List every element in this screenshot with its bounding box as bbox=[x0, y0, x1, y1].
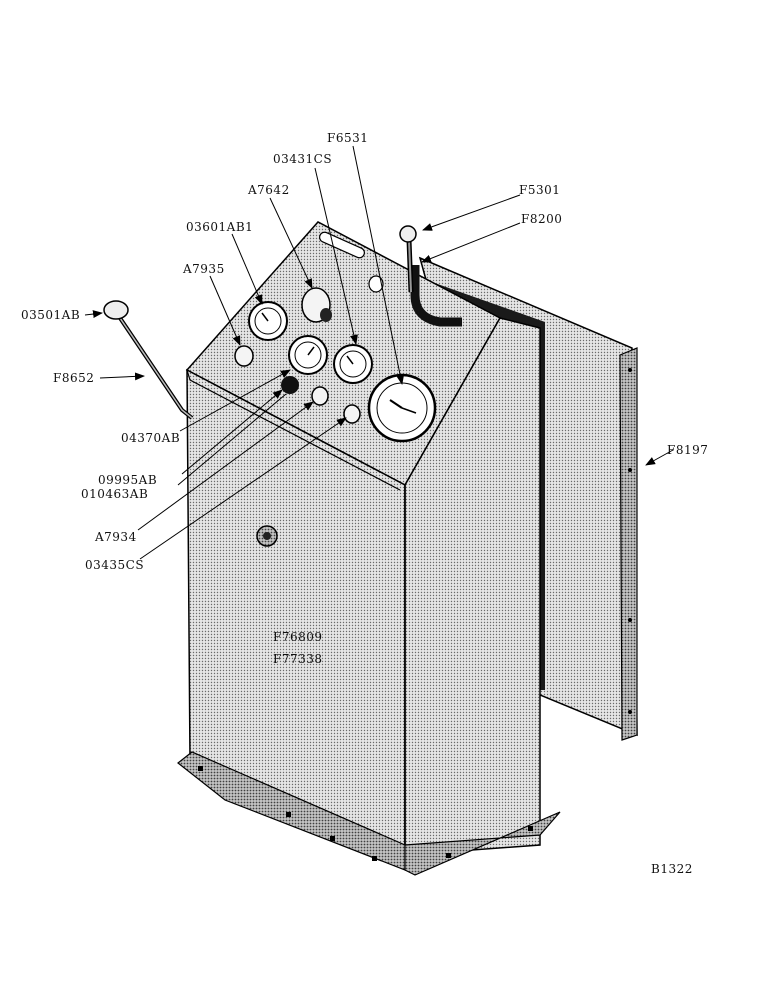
label-010463ab: 010463AB bbox=[81, 487, 149, 501]
gauge-small-right bbox=[333, 344, 373, 384]
label-f8652: F8652 bbox=[53, 371, 95, 385]
figure-number: B1322 bbox=[651, 862, 693, 876]
label-a7642: A7642 bbox=[248, 183, 290, 197]
label-03501ab: 03501AB bbox=[21, 308, 81, 322]
label-03435cs: 03435CS bbox=[85, 558, 145, 572]
label-03431cs: 03431CS bbox=[273, 152, 333, 166]
gauge-small-middle bbox=[288, 335, 328, 375]
label-f5301: F5301 bbox=[519, 183, 561, 197]
leader-lines bbox=[84, 145, 674, 560]
label-a7935: A7935 bbox=[183, 262, 225, 276]
gauge-small-left bbox=[248, 301, 288, 341]
tachometer-gauge bbox=[367, 373, 437, 443]
label-03601ab1: 03601AB1 bbox=[186, 220, 254, 234]
label-f76809: F76809 bbox=[273, 630, 323, 644]
panel-switches bbox=[234, 275, 384, 424]
label-f8197: F8197 bbox=[667, 443, 709, 457]
label-a7934: A7934 bbox=[95, 530, 137, 544]
label-09995ab: 09995AB bbox=[98, 473, 158, 487]
housing bbox=[177, 221, 561, 876]
left-control-lever bbox=[103, 300, 194, 420]
label-f8200: F8200 bbox=[521, 212, 563, 226]
label-04370ab: 04370AB bbox=[121, 431, 181, 445]
throttle-lever bbox=[399, 225, 417, 293]
label-f77338: F77338 bbox=[273, 652, 323, 666]
label-f6531: F6531 bbox=[327, 131, 369, 145]
